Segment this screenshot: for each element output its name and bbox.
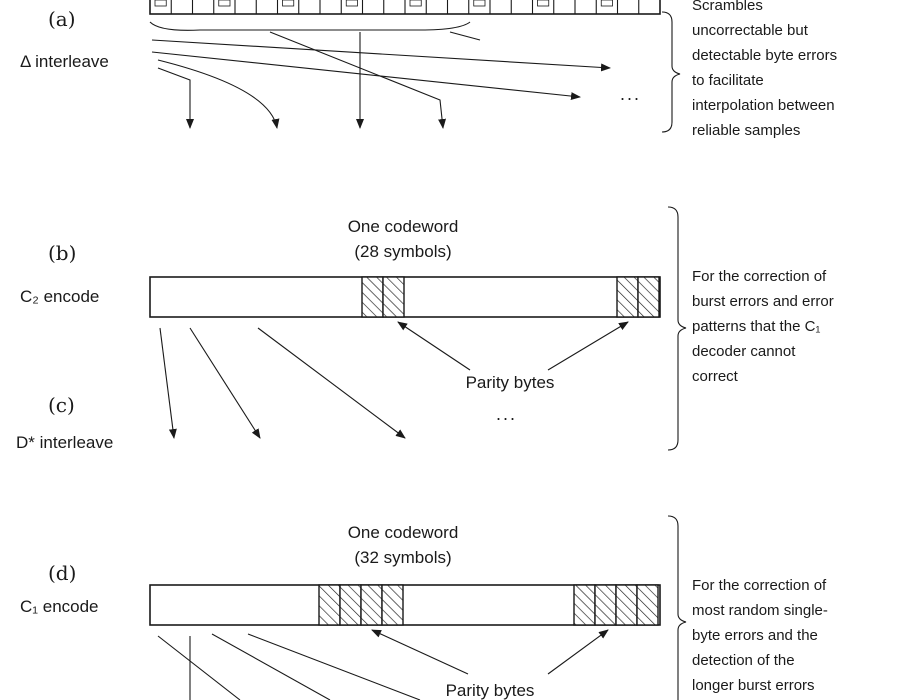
panel-d-note: For the correction of most random single… <box>692 577 828 694</box>
strip-sample-mark <box>537 0 550 7</box>
parity-cell <box>637 276 660 318</box>
note-line: byte errors and the <box>692 627 818 644</box>
panel-a-note: Scrambles uncorrectable but detectable b… <box>692 0 837 139</box>
strip-sample-mark <box>282 0 295 7</box>
note-line: most random single- <box>692 602 828 619</box>
parity-cell <box>573 584 596 626</box>
panel-d-row-label: C₁ encode <box>20 597 99 616</box>
interleave-arrow <box>157 59 280 129</box>
panel-a-brace <box>661 11 681 133</box>
sample-strip <box>149 0 661 15</box>
parity-arrows-d <box>371 629 609 675</box>
parity-label-b: Parity bytes <box>466 373 555 392</box>
parity-label-d: Parity bytes <box>446 681 535 700</box>
note-line: detection of the <box>692 652 795 669</box>
codeword-28-count: (28 symbols) <box>354 242 451 261</box>
bottom-interleave-lines <box>157 633 421 700</box>
parity-arrows-b <box>397 321 629 371</box>
note-line: For the correction of <box>692 268 827 285</box>
sample-strip-cells <box>154 0 640 14</box>
note-line: to facilitate <box>692 72 764 89</box>
interleave-arrow <box>157 67 194 129</box>
delta-interleave-arrows <box>151 31 611 129</box>
parity-cell <box>615 584 638 626</box>
d-star-interleave-arrows <box>159 327 406 439</box>
parity-cell <box>318 584 341 626</box>
strip-sample-mark <box>154 0 167 7</box>
note-line: decoder cannot <box>692 343 796 360</box>
codeword-28-bar <box>149 276 661 318</box>
panel-b: One codeword (28 symbols) (b) C₂ encode … <box>20 206 834 451</box>
parity-cell <box>361 276 384 318</box>
interleave-arrow <box>189 327 261 439</box>
note-line: reliable samples <box>692 122 800 139</box>
panel-b-row-label: C₂ encode <box>20 287 99 306</box>
codeword-28-title: One codeword <box>348 217 459 236</box>
codeword-32-title: One codeword <box>348 523 459 542</box>
panel-a-row-label: Δ interleave <box>20 52 109 71</box>
interleave-arrow <box>151 39 611 72</box>
panel-c: (c) D* interleave ... <box>16 327 517 452</box>
note-line: patterns that the C₁ <box>692 318 820 335</box>
parity-cell <box>339 584 362 626</box>
note-line: Scrambles <box>692 0 763 14</box>
note-line: uncorrectable but <box>692 22 809 39</box>
panel-d-brace <box>667 515 687 700</box>
parity-cell <box>381 584 404 626</box>
panel-a-letter: (a) <box>48 7 76 31</box>
note-line: interpolation between <box>692 97 835 114</box>
note-line: longer burst errors <box>692 677 815 694</box>
codeword-32-count: (32 symbols) <box>354 548 451 567</box>
codeword-32-bar <box>149 584 661 626</box>
parity-cell <box>594 584 617 626</box>
note-line: For the correction of <box>692 577 827 594</box>
panel-c-letter: (c) <box>48 393 75 417</box>
parity-cell <box>636 584 659 626</box>
panel-d-letter: (d) <box>48 561 76 585</box>
panel-a: (a) Δ interleave ... Scrambles uncorrect… <box>20 0 837 139</box>
note-line: detectable byte errors <box>692 47 837 64</box>
panel-b-brace <box>667 206 687 451</box>
strip-sample-mark <box>218 0 231 7</box>
strip-sample-mark <box>409 0 422 7</box>
strip-sample-mark <box>345 0 358 7</box>
strip-brace <box>149 21 471 31</box>
interleave-arrow <box>151 51 581 101</box>
note-line: burst errors and error <box>692 293 834 310</box>
panel-c-ellipsis: ... <box>496 404 517 424</box>
panel-b-note: For the correction of burst errors and e… <box>692 268 834 385</box>
parity-cell <box>616 276 639 318</box>
panel-b-letter: (b) <box>48 241 76 265</box>
parity-cell <box>360 584 383 626</box>
strip-sample-mark <box>600 0 613 7</box>
strip-sample-mark <box>473 0 486 7</box>
interleave-arrow <box>269 31 447 129</box>
parity-cell <box>382 276 405 318</box>
interleave-arrow <box>257 327 406 439</box>
panel-d: One codeword (32 symbols) (d) C₁ encode … <box>20 515 828 700</box>
panel-a-ellipsis: ... <box>620 84 641 104</box>
note-line: correct <box>692 368 739 385</box>
panel-c-row-label: D* interleave <box>16 433 113 452</box>
interleave-arrow <box>159 327 177 439</box>
interleave-arrow <box>449 31 481 41</box>
